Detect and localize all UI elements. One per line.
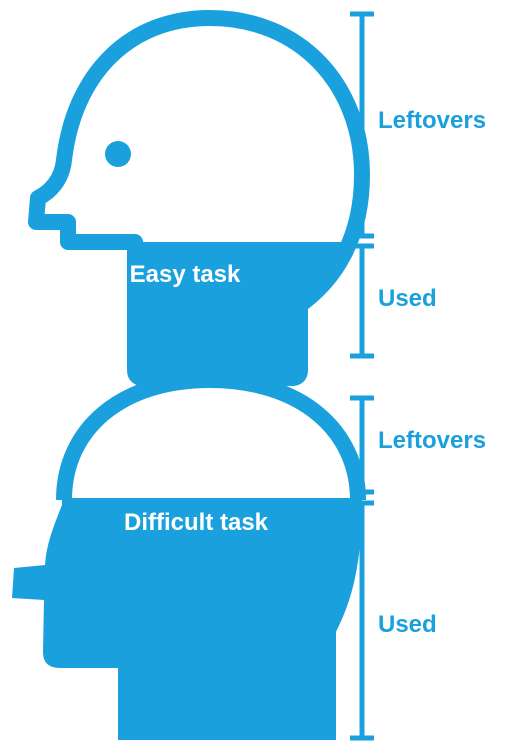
top-task-label: Easy task bbox=[130, 261, 241, 288]
top-scale-leftovers-label: Leftovers bbox=[378, 107, 486, 134]
eye-icon bbox=[105, 141, 131, 167]
top-head-used-fill bbox=[68, 242, 350, 378]
bottom-scale-used-label: Used bbox=[378, 611, 437, 638]
bottom-head-dome-outline bbox=[56, 372, 366, 501]
top-scale-used-label: Used bbox=[378, 285, 437, 312]
bottom-task-label: Difficult task bbox=[124, 509, 269, 536]
bottom-scale-leftovers-label: Leftovers bbox=[378, 427, 486, 454]
top-scale bbox=[350, 11, 374, 359]
bottom-scale bbox=[350, 395, 374, 741]
top-head-outline bbox=[28, 10, 370, 386]
bottom-head-used-fill bbox=[12, 498, 362, 740]
bottom-head: Difficult task bbox=[12, 372, 366, 740]
top-head: Easy task bbox=[28, 10, 370, 386]
